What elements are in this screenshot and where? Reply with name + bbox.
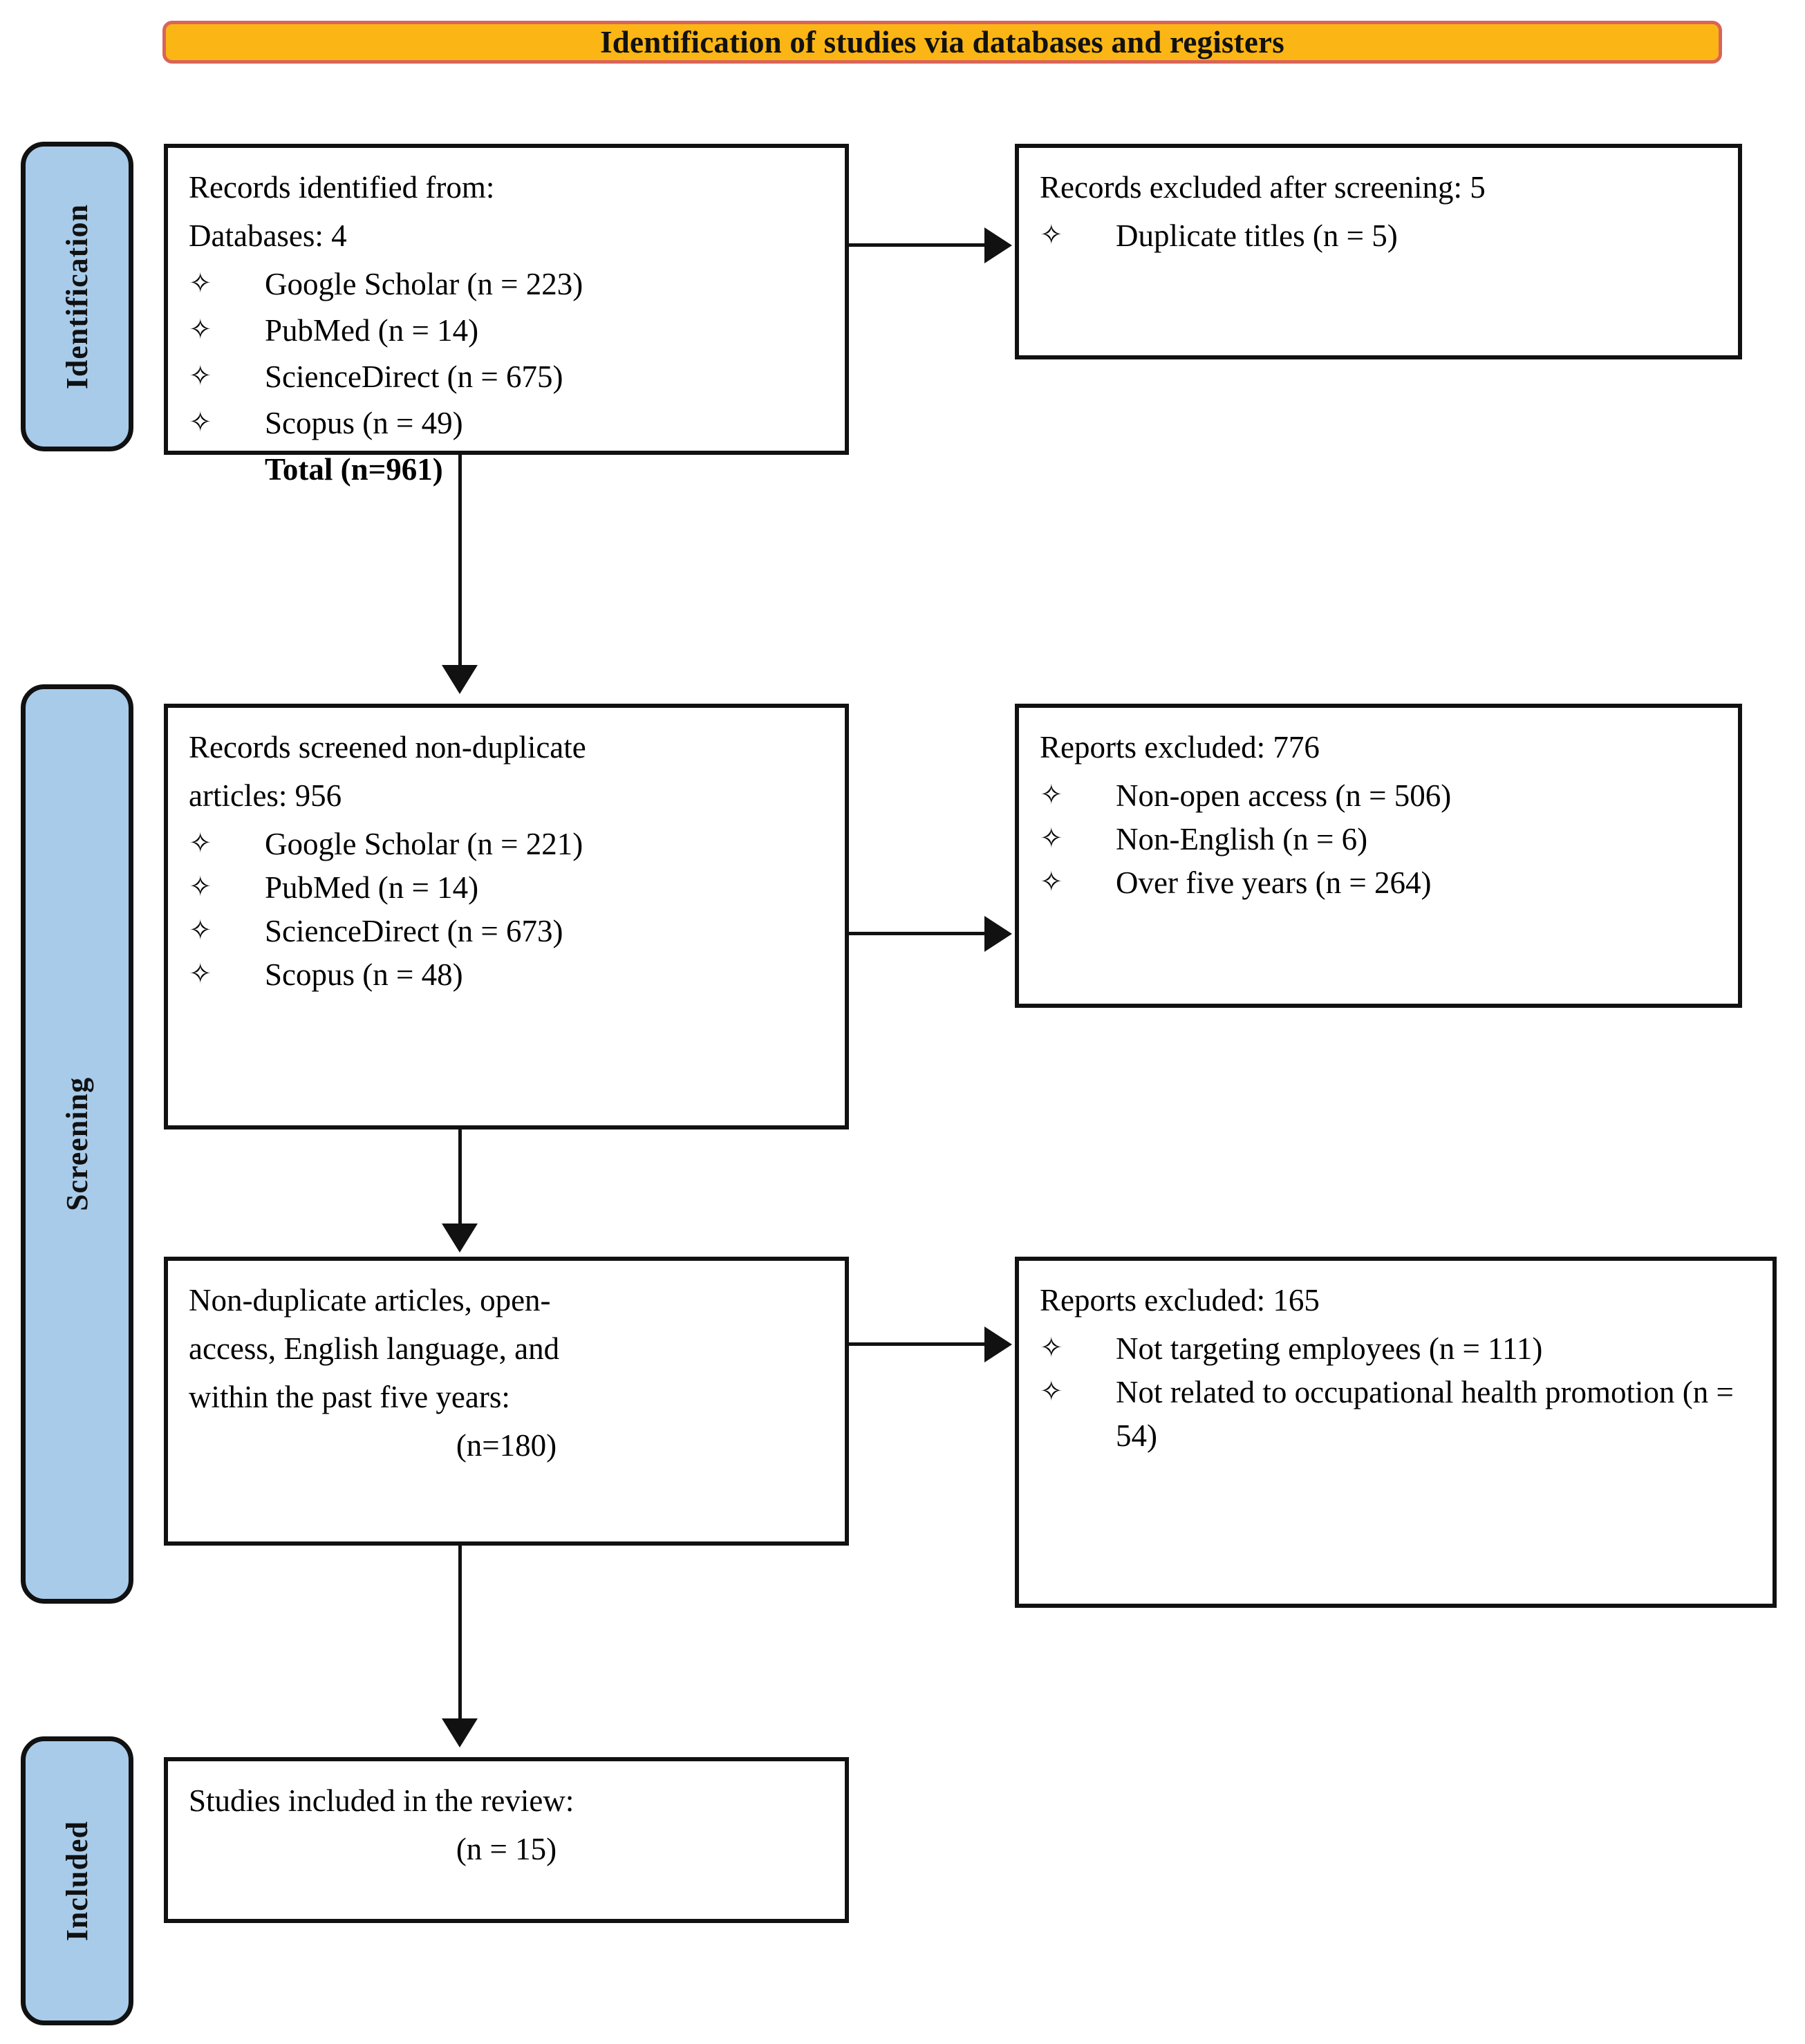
list-item: ✧ PubMed (n = 14) xyxy=(189,309,824,353)
connector-identified-to-excluded1 xyxy=(849,243,987,247)
diamond-bullet-icon: ✧ xyxy=(189,406,212,438)
records-identified-source-list: ✧ Google Scholar (n = 223) ✧ PubMed (n =… xyxy=(189,263,824,445)
connector-screened-to-eligible xyxy=(458,1129,462,1229)
stage-tab-identification-label: Identification xyxy=(60,203,94,390)
stage-tab-identification: Identification xyxy=(21,142,133,451)
eligible-line1: Non-duplicate articles, open- xyxy=(189,1283,551,1318)
diamond-bullet-icon: ✧ xyxy=(1040,1375,1063,1407)
box-reports-excluded-165: Reports excluded: 165 ✧ Not targeting em… xyxy=(1015,1257,1777,1608)
connector-screened-to-excluded2 xyxy=(849,932,987,935)
arrowhead-down-icon xyxy=(442,1223,478,1253)
box-studies-included: Studies included in the review: (n = 15) xyxy=(164,1757,849,1923)
list-item-label: Over five years (n = 264) xyxy=(1116,865,1432,900)
eligible-line3: within the past five years: xyxy=(189,1379,510,1414)
list-item: ✧ ScienceDirect (n = 673) xyxy=(189,910,824,953)
list-item-label: Not targeting employees (n = 111) xyxy=(1116,1331,1543,1366)
reports-excluded-776-reason-list: ✧ Non-open access (n = 506) ✧ Non-Englis… xyxy=(1040,774,1717,905)
diamond-bullet-icon: ✧ xyxy=(189,914,212,946)
arrowhead-right-icon xyxy=(984,227,1012,263)
arrowhead-down-icon xyxy=(442,665,478,694)
list-item-label: Google Scholar (n = 223) xyxy=(265,266,583,301)
list-item: ✧ Not targeting employees (n = 111) xyxy=(1040,1327,1752,1371)
list-item-label: Google Scholar (n = 221) xyxy=(265,826,583,861)
box-eligible-articles: Non-duplicate articles, open- access, En… xyxy=(164,1257,849,1546)
box-records-screened: Records screened non-duplicate articles:… xyxy=(164,704,849,1129)
list-item-label: Not related to occupational health promo… xyxy=(1116,1374,1734,1453)
records-identified-line2: Databases: 4 xyxy=(189,218,347,253)
list-item-label: PubMed (n = 14) xyxy=(265,312,479,348)
records-identified-line1: Records identified from: xyxy=(189,170,495,205)
records-excluded-reason-list: ✧ Duplicate titles (n = 5) xyxy=(1040,214,1717,258)
diamond-bullet-icon: ✧ xyxy=(1040,778,1063,810)
reports-excluded-165-heading: Reports excluded: 165 xyxy=(1040,1283,1320,1318)
studies-included-line1: Studies included in the review: xyxy=(189,1783,574,1818)
diamond-bullet-icon: ✧ xyxy=(189,957,212,989)
list-item-label: Non-open access (n = 506) xyxy=(1116,778,1452,813)
studies-included-count: (n = 15) xyxy=(456,1831,557,1866)
list-item: ✧ Over five years (n = 264) xyxy=(1040,861,1717,905)
stage-tab-screening-label: Screening xyxy=(60,1077,94,1211)
arrowhead-right-icon xyxy=(984,1326,1012,1362)
diamond-bullet-icon: ✧ xyxy=(1040,1331,1063,1363)
list-item-label: Non-English (n = 6) xyxy=(1116,821,1368,856)
list-item-label: Duplicate titles (n = 5) xyxy=(1116,218,1398,253)
list-item: ✧ Duplicate titles (n = 5) xyxy=(1040,214,1717,258)
box-records-identified: Records identified from: Databases: 4 ✧ … xyxy=(164,144,849,487)
diamond-bullet-icon: ✧ xyxy=(189,359,212,391)
list-item: ✧ Google Scholar (n = 223) xyxy=(189,263,824,306)
diamond-bullet-icon: ✧ xyxy=(189,827,212,859)
diagram-header-banner: Identification of studies via databases … xyxy=(162,21,1722,64)
records-excluded-heading: Records excluded after screening: 5 xyxy=(1040,170,1486,205)
list-item: ✧ Google Scholar (n = 221) xyxy=(189,823,824,866)
diamond-bullet-icon: ✧ xyxy=(189,267,212,299)
connector-identified-to-screened xyxy=(458,455,462,671)
list-item-label: ScienceDirect (n = 673) xyxy=(265,913,563,948)
list-item: ✧ Non-open access (n = 506) xyxy=(1040,774,1717,818)
eligible-line2: access, English language, and xyxy=(189,1331,560,1366)
box-records-excluded-after-screening: Records excluded after screening: 5 ✧ Du… xyxy=(1015,144,1742,359)
list-item: ✧ PubMed (n = 14) xyxy=(189,866,824,910)
list-item-label: ScienceDirect (n = 675) xyxy=(265,359,563,394)
arrowhead-right-icon xyxy=(984,916,1012,952)
stage-tab-included-label: Included xyxy=(60,1820,94,1942)
list-item-label: PubMed (n = 14) xyxy=(265,870,479,905)
list-item: ✧ Scopus (n = 49) xyxy=(189,402,824,445)
diamond-bullet-icon: ✧ xyxy=(1040,822,1063,854)
connector-eligible-to-excluded3 xyxy=(849,1342,987,1346)
list-item: ✧ Scopus (n = 48) xyxy=(189,953,824,997)
list-item: ✧ Not related to occupational health pro… xyxy=(1040,1371,1752,1458)
records-screened-line1: Records screened non-duplicate xyxy=(189,730,586,765)
stage-tab-screening: Screening xyxy=(21,684,133,1604)
diamond-bullet-icon: ✧ xyxy=(1040,865,1063,897)
list-item: ✧ ScienceDirect (n = 675) xyxy=(189,355,824,399)
eligible-count: (n=180) xyxy=(456,1427,557,1463)
box-reports-excluded-776: Reports excluded: 776 ✧ Non-open access … xyxy=(1015,704,1742,1008)
diamond-bullet-icon: ✧ xyxy=(1040,218,1063,250)
list-item: ✧ Non-English (n = 6) xyxy=(1040,818,1717,861)
list-item-label: Scopus (n = 48) xyxy=(265,957,463,992)
diamond-bullet-icon: ✧ xyxy=(189,870,212,902)
records-identified-total: Total (n=961) xyxy=(265,451,443,487)
records-screened-source-list: ✧ Google Scholar (n = 221) ✧ PubMed (n =… xyxy=(189,823,824,997)
records-screened-line2: articles: 956 xyxy=(189,778,342,813)
stage-tab-included: Included xyxy=(21,1736,133,2025)
connector-eligible-to-included xyxy=(458,1546,462,1723)
diamond-bullet-icon: ✧ xyxy=(189,313,212,345)
reports-excluded-165-reason-list: ✧ Not targeting employees (n = 111) ✧ No… xyxy=(1040,1327,1752,1458)
reports-excluded-776-heading: Reports excluded: 776 xyxy=(1040,730,1320,765)
arrowhead-down-icon xyxy=(442,1718,478,1747)
banner-title: Identification of studies via databases … xyxy=(600,25,1284,59)
list-item-label: Scopus (n = 49) xyxy=(265,405,463,440)
